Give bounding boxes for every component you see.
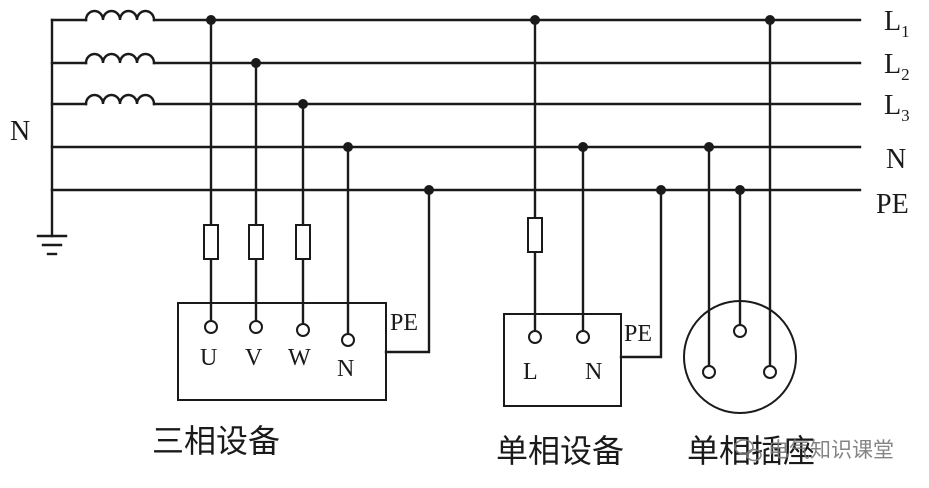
three-phase-equipment: U V W N PE 三相设备 — [152, 15, 434, 460]
label-source-neutral: N — [10, 116, 30, 147]
terminal-single-n — [576, 330, 590, 344]
fuse-w — [295, 224, 311, 260]
terminal-label-l: L — [523, 359, 538, 385]
wechat-icon — [734, 439, 762, 462]
label-l2: L2 — [884, 49, 910, 84]
label-l1: L1 — [884, 6, 910, 41]
terminal-label-w: W — [288, 345, 311, 371]
winding-l1 — [84, 9, 156, 22]
fuse-v — [248, 224, 264, 260]
fuse-u — [203, 224, 219, 260]
watermark: 电气知识课堂 — [734, 438, 894, 462]
ground-icon — [36, 234, 68, 256]
bus-lines — [50, 18, 862, 192]
socket-pin-pe — [733, 324, 747, 338]
single-phase-box — [503, 313, 622, 407]
pe-lead-three-phase — [384, 188, 431, 354]
fuse-l — [527, 217, 543, 253]
winding-l3 — [84, 93, 156, 106]
single-phase-socket: 单相插座 — [683, 15, 815, 470]
pe-lead-single-phase — [619, 188, 663, 359]
transformer-windings — [50, 9, 156, 238]
terminal-label-u: U — [200, 345, 217, 371]
single-phase-equipment: L N PE 单相设备 — [496, 15, 666, 470]
single-phase-title: 单相设备 — [496, 432, 624, 470]
terminal-v — [249, 320, 263, 334]
terminal-l — [528, 330, 542, 344]
label-pe: PE — [876, 189, 909, 220]
pe-label-three-phase: PE — [390, 310, 418, 336]
terminal-label-single-n: N — [585, 359, 602, 385]
label-l3: L3 — [884, 90, 910, 125]
terminal-n — [341, 333, 355, 347]
watermark-text: 电气知识课堂 — [768, 438, 894, 462]
label-n: N — [886, 144, 906, 175]
socket-pin-n — [702, 365, 716, 379]
winding-l2 — [84, 52, 156, 65]
terminal-u — [204, 320, 218, 334]
three-phase-title: 三相设备 — [152, 422, 280, 460]
socket-pin-l — [763, 365, 777, 379]
terminal-label-n: N — [337, 356, 354, 382]
terminal-label-v: V — [245, 345, 263, 371]
terminal-w — [296, 323, 310, 337]
pe-label-single-phase: PE — [624, 321, 652, 347]
